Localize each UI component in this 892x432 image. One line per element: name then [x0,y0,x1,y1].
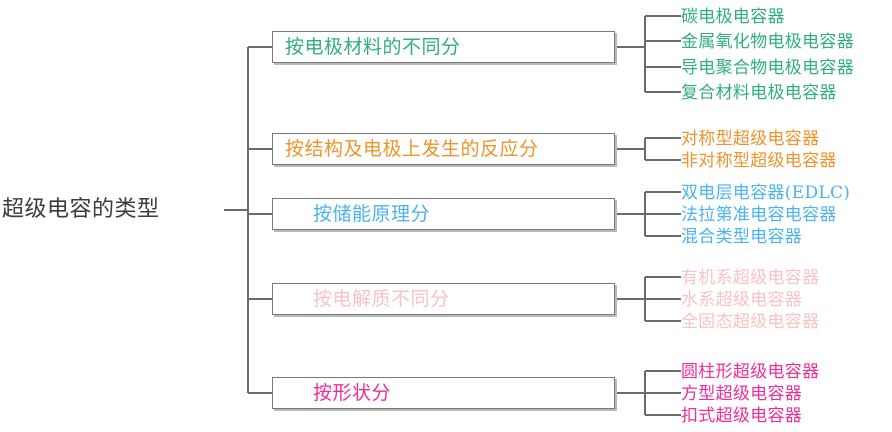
branch-box-1[interactable]: 按结构及电极上发生的反应分 [272,133,615,165]
leaf-label-0-3: 复合材料电极电容器 [681,83,837,103]
leaf-label-0-1: 金属氧化物电极电容器 [681,32,854,52]
leaf-label-4-1: 方型超级电容器 [681,384,803,404]
branch-box-0[interactable]: 按电极材料的不同分 [272,31,615,63]
branch-label-3: 按电解质不同分 [313,288,450,310]
branch-label-0: 按电极材料的不同分 [285,36,461,58]
leaf-label-4-2: 扣式超级电容器 [681,406,803,426]
leaf-label-2-2: 混合类型电容器 [681,227,803,247]
leaf-label-3-1: 水系超级电容器 [681,290,803,310]
leaf-label-1-1: 非对称型超级电容器 [681,151,837,171]
leaf-label-4-0: 圆柱形超级电容器 [681,362,820,382]
root-node-label: 超级电容的类型 [2,197,160,222]
branch-box-3[interactable]: 按电解质不同分 [272,283,615,315]
leaf-label-0-0: 碳电极电容器 [681,7,785,27]
branch-label-2: 按储能原理分 [313,203,431,225]
branch-box-2[interactable]: 按储能原理分 [272,198,615,230]
leaf-label-2-0: 双电层电容器(EDLC) [681,183,851,203]
leaf-label-3-0: 有机系超级电容器 [681,268,820,288]
leaf-label-1-0: 对称型超级电容器 [681,129,820,149]
leaf-label-0-2: 导电聚合物电极电容器 [681,58,854,78]
leaf-label-2-1: 法拉第准电容电容器 [681,205,837,225]
branch-label-1: 按结构及电极上发生的反应分 [285,138,539,160]
branch-box-4[interactable]: 按形状分 [272,377,615,409]
leaf-label-3-2: 全固态超级电容器 [681,312,820,332]
branch-label-4: 按形状分 [313,382,392,404]
